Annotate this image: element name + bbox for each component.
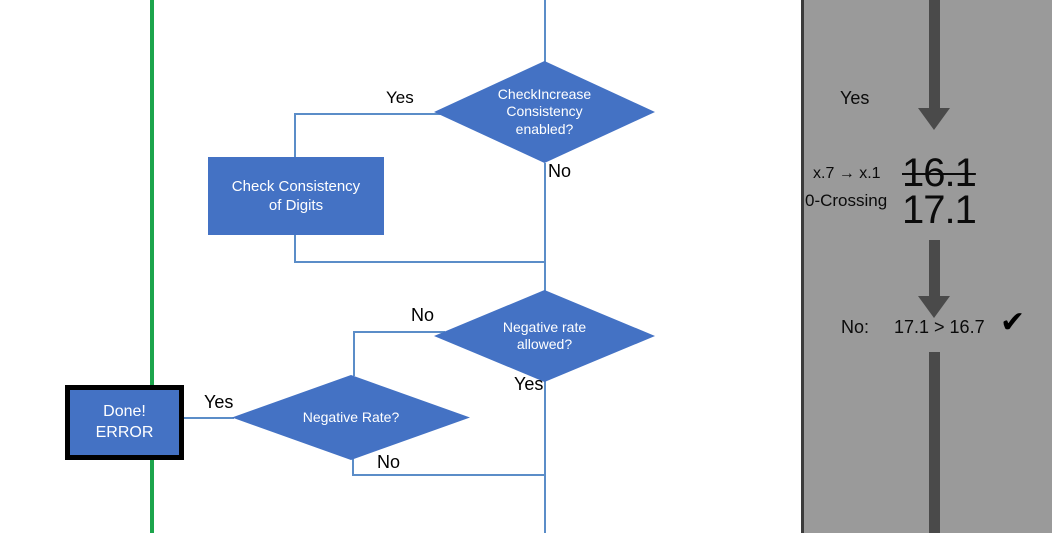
decision-line-3: enabled? [515, 120, 574, 137]
down-arrow-bottom-shaft [929, 352, 940, 533]
panel-note-line-2: 0-Crossing [805, 191, 888, 210]
green-divider-line [150, 0, 154, 533]
panel-note-line-1: x.7 → x.1 [813, 165, 881, 182]
panel-value-current: 17.1 [902, 188, 977, 232]
down-arrow-middle-head [918, 296, 950, 318]
connector-trunk-top [544, 0, 546, 62]
down-arrow-top-shaft [929, 0, 940, 110]
decision-line-1: Negative rate [502, 318, 587, 335]
decision-check-increase-consistency[interactable]: CheckIncrease Consistency enabled? [434, 61, 655, 163]
connector-checkincrease-no [544, 163, 546, 263]
edge-label-yes-negative-rate: Yes [204, 392, 234, 412]
connector-trunk-to-negrate-allowed [544, 261, 546, 291]
decision-line-2: Consistency [506, 103, 583, 120]
connector-checkincrease-yes-down [294, 113, 296, 157]
panel-value-struck: 16.1 [902, 151, 977, 195]
connector-checkincrease-yes-horizontal [294, 113, 442, 115]
down-arrow-middle-shaft [929, 240, 940, 297]
connector-consistency-return-horizontal [294, 261, 545, 263]
connector-trunk-bottom [544, 474, 546, 533]
decision-line-1: CheckIncrease [497, 86, 592, 103]
connector-negrate-no-horizontal [352, 474, 545, 476]
connector-negrate-allowed-yes-down [544, 361, 546, 475]
process-line-1: Done! [103, 402, 146, 420]
process-line-1: Check Consistency [231, 177, 361, 195]
connector-consistency-return-down [294, 234, 296, 262]
edge-label-yes-negative-rate-allowed: Yes [514, 374, 544, 394]
process-check-consistency-of-digits[interactable]: Check Consistency of Digits [208, 157, 384, 235]
process-line-2: ERROR [95, 423, 154, 441]
process-done-error[interactable]: Done! ERROR [65, 385, 184, 460]
edge-label-no-check-increase: No [548, 161, 572, 181]
connector-negrate-allowed-no-down [353, 331, 355, 376]
edge-label-no-negative-rate-allowed: No [411, 305, 435, 325]
decision-line-2: allowed? [516, 336, 573, 352]
decision-negative-rate[interactable]: Negative Rate? [232, 375, 470, 460]
annotation-panel: Yes x.7 → x.1 0-Crossing 16.1 17.1 No: 1… [801, 0, 1052, 533]
connector-negrate-yes-horizontal [172, 417, 234, 419]
connector-negrate-no-down [352, 459, 354, 475]
checkmark-icon: ✔ [1000, 306, 1026, 339]
down-arrow-top-head [918, 108, 950, 130]
panel-yes-label: Yes [840, 88, 870, 108]
panel-comparison-prefix: No: [841, 317, 870, 337]
decision-line-1: Negative Rate? [302, 408, 400, 425]
process-line-2: of Digits [268, 197, 324, 214]
edge-label-yes-check-increase: Yes [386, 88, 414, 107]
decision-negative-rate-allowed[interactable]: Negative rate allowed? [434, 290, 655, 382]
connector-negrate-allowed-no-horizontal [353, 331, 445, 333]
panel-comparison-text: 17.1 > 16.7 [894, 317, 985, 337]
edge-label-no-negative-rate: No [377, 452, 401, 472]
